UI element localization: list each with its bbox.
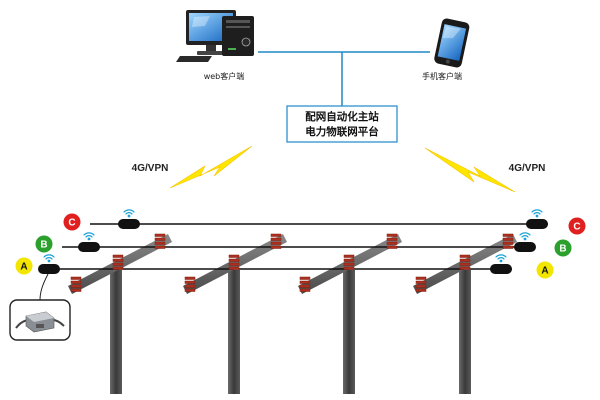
mobile-client-label: 手机客户端 <box>422 71 462 81</box>
left-wireless-link <box>169 145 253 189</box>
cross-arms <box>68 234 517 294</box>
wireless-signal-icon <box>519 232 531 241</box>
svg-text:A: A <box>20 262 27 273</box>
wireless-signal-icon <box>531 209 543 218</box>
insulator-c4 <box>502 233 514 249</box>
smartphone-icon <box>434 18 470 68</box>
insulator-a1 <box>70 276 82 292</box>
insulator-b4 <box>459 254 471 270</box>
insulator-b3 <box>343 254 355 270</box>
platform-title-line1: 配网自动化主站 <box>305 110 379 123</box>
left-link-label: 4G/VPN <box>132 163 169 174</box>
sensor-callout <box>9 273 71 341</box>
wireless-signal-icon <box>43 254 55 263</box>
web-client-label: web客户端 <box>204 71 245 81</box>
svg-text:A: A <box>541 266 548 277</box>
pole-2 <box>228 270 240 394</box>
sensor-b-left <box>78 242 100 252</box>
wireless-signal-icon <box>495 254 507 263</box>
sensor-c-left <box>118 219 140 229</box>
insulator-b2 <box>228 254 240 270</box>
insulator-a2 <box>184 276 196 292</box>
svg-text:C: C <box>573 222 580 233</box>
wireless-signal-icon <box>123 209 135 218</box>
insulator-b1 <box>112 254 124 270</box>
insulator-c1 <box>154 233 166 249</box>
lightning-bolt-icon <box>169 145 253 189</box>
phase-c-badge-left: C <box>63 213 81 231</box>
utility-poles <box>110 270 471 394</box>
phase-b-badge-left: B <box>35 235 53 253</box>
sensor-a-left <box>38 264 60 274</box>
pole-4 <box>459 270 471 394</box>
sensor-b-right <box>514 242 536 252</box>
master-station-box <box>286 105 398 143</box>
phase-a-badge-left: A <box>15 257 33 275</box>
svg-text:B: B <box>559 244 566 255</box>
lightning-bolt-icon <box>424 147 516 193</box>
pole-1 <box>110 270 122 394</box>
insulator-c2 <box>270 233 282 249</box>
right-wireless-link <box>424 147 516 193</box>
insulator-c3 <box>386 233 398 249</box>
phase-b-badge-right: B <box>554 239 572 257</box>
insulator-a4 <box>415 276 427 292</box>
network-tree-lines <box>258 51 430 106</box>
svg-text:C: C <box>68 218 75 229</box>
sensor-a-right <box>490 264 512 274</box>
phase-c-badge-right: C <box>568 217 586 235</box>
wireless-signal-icon <box>83 232 95 241</box>
fault-indicators <box>38 219 548 274</box>
wireless-signal-icons <box>43 209 543 263</box>
insulator-a3 <box>299 276 311 292</box>
right-link-label: 4G/VPN <box>509 163 546 174</box>
platform-title-line2: 电力物联网平台 <box>305 125 379 138</box>
insulators <box>70 233 514 292</box>
phase-a-badge-right: A <box>536 261 554 279</box>
pole-3 <box>343 270 355 394</box>
phase-badges: C C B B A A <box>15 213 586 279</box>
desktop-computer-icon <box>176 10 254 62</box>
fault-sensor-icon <box>15 311 65 333</box>
sensor-c-right <box>526 219 548 229</box>
svg-text:B: B <box>40 240 47 251</box>
